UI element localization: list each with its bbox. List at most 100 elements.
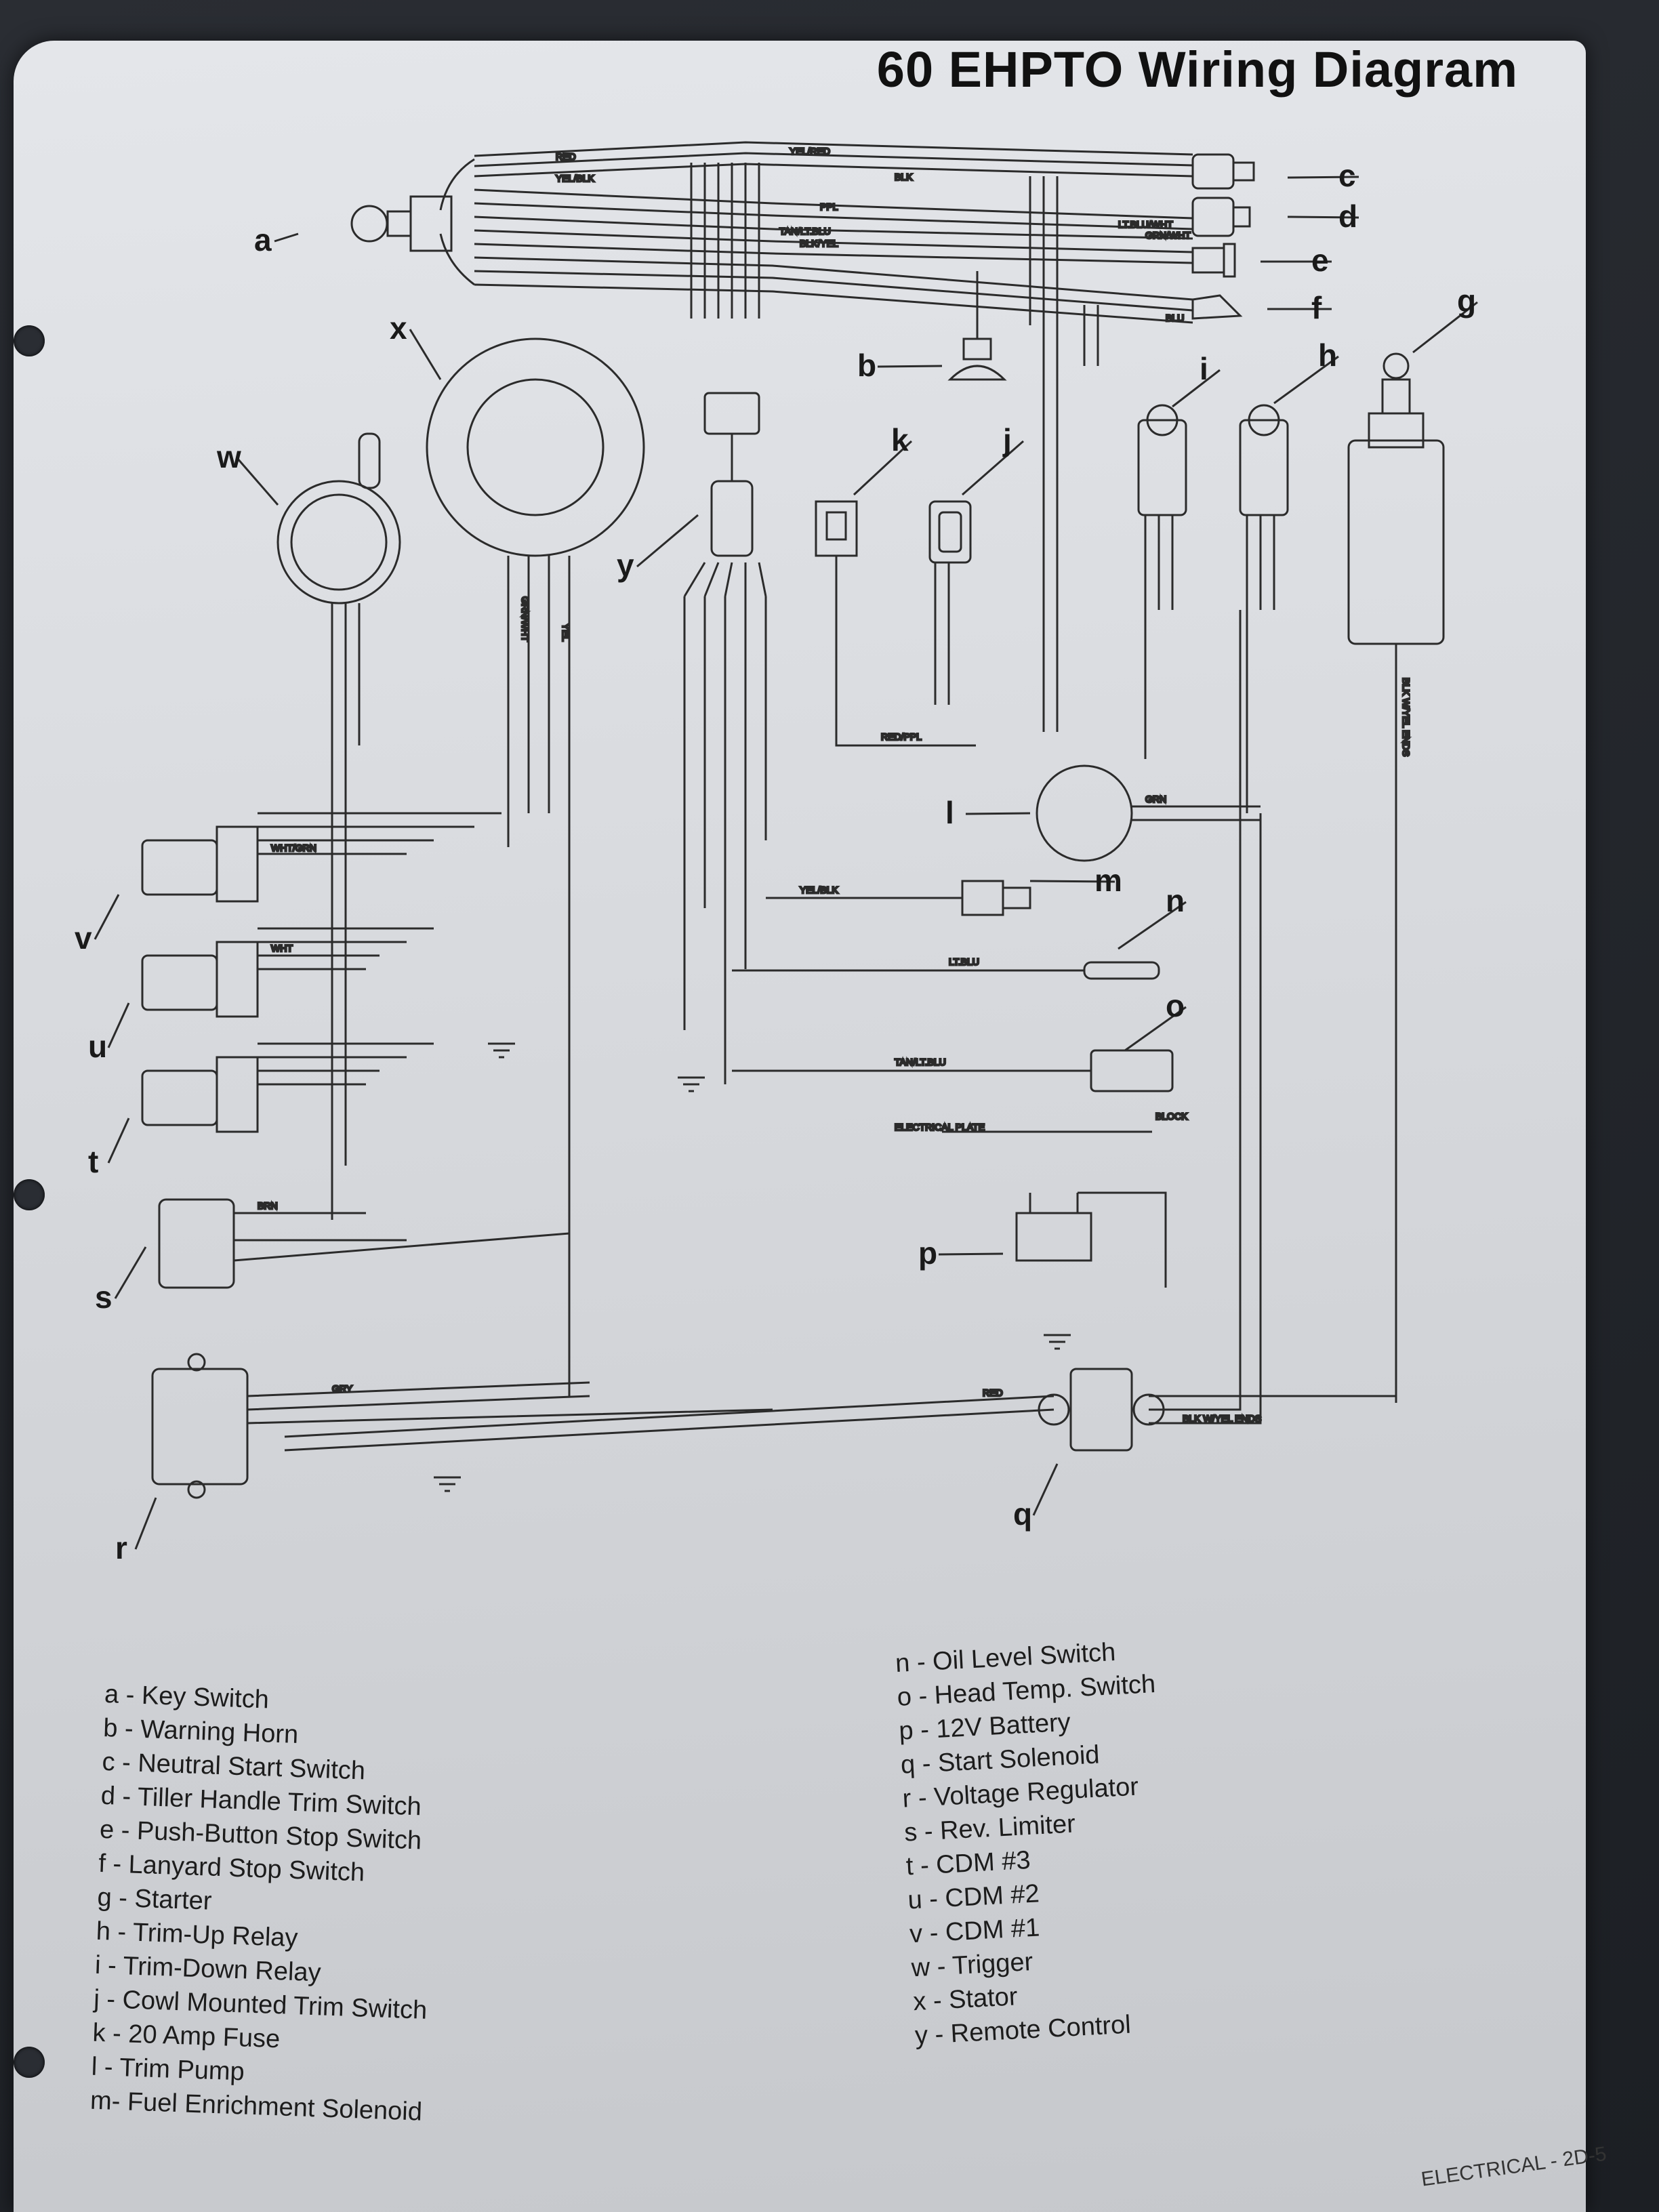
wire-label-blk: BLK: [895, 171, 913, 182]
lanyard-stop-switch: [1191, 294, 1243, 320]
wire-label-yel-blk: YEL/BLK: [556, 173, 594, 184]
remote-control: [683, 392, 767, 1084]
wire-label-yel-stator: YEL: [560, 623, 571, 642]
trim-pump: [1036, 764, 1261, 862]
callout-leader-g: [1412, 301, 1478, 354]
callout-l: l: [945, 795, 954, 830]
wire-label-block: BLOCK: [1155, 1111, 1188, 1122]
tiller-handle-trim-switch: [1191, 197, 1251, 237]
callout-y: y: [617, 548, 634, 583]
wire-label-gry: GRY: [332, 1383, 353, 1394]
page-title: 60 EHPTO Wiring Diagram: [876, 41, 1518, 98]
callout-leader-r: [134, 1497, 157, 1550]
callout-s: s: [95, 1279, 112, 1315]
wire-label-blk-w-yel-ends-starter: BLK W/YEL ENDS: [1401, 678, 1412, 756]
callout-w: w: [216, 439, 241, 474]
callout-d: d: [1338, 199, 1357, 234]
callout-leader-w: [236, 457, 279, 506]
manual-page: [14, 41, 1586, 2212]
wire-label-grn-wht-stator: GRN/WHT: [520, 596, 531, 642]
callout-j: j: [1002, 422, 1012, 457]
neutral-start-switch: [1191, 153, 1255, 190]
warning-horn: [947, 271, 1007, 381]
top-harness-wires: [439, 141, 1193, 732]
wire-label-wht-grn: WHT/GRN: [271, 842, 316, 853]
callout-v: v: [75, 920, 92, 956]
callout-leader-o: [1124, 1006, 1187, 1052]
callout-leader-c: [1287, 176, 1359, 179]
cowl-mounted-trim-switch: [928, 500, 972, 705]
wire-label-yel-red: YEL/RED: [790, 146, 830, 157]
fuel-enrichment-solenoid: [766, 880, 1031, 916]
callout-leader-s: [114, 1246, 147, 1299]
callout-leader-j: [962, 440, 1024, 496]
starter: [1347, 352, 1445, 1403]
wire-label-red-solenoid: RED: [983, 1387, 1003, 1398]
trim-up-relay: [1239, 404, 1289, 813]
wire-label-tan-lt-blu-temp: TAN/LT.BLU: [895, 1057, 946, 1067]
wire-label-wht: WHT: [271, 943, 293, 954]
callout-p: p: [918, 1235, 937, 1271]
callout-e: e: [1311, 243, 1329, 278]
callout-leader-k: [853, 440, 913, 496]
cdm-1: [141, 812, 501, 903]
wire-label-electrical-plate: ELECTRICAL PLATE: [895, 1122, 985, 1132]
callout-leader-a: [274, 232, 299, 243]
callout-f: f: [1311, 290, 1322, 325]
oil-level-switch: [732, 961, 1160, 980]
callout-leader-h: [1273, 355, 1339, 405]
ground-symbols: [434, 1042, 1071, 1492]
wire-label-ppl: PPL: [820, 201, 838, 212]
key-switch: [350, 195, 453, 252]
callout-x: x: [390, 310, 407, 346]
callout-u: u: [88, 1029, 107, 1064]
trigger: [276, 432, 401, 1220]
cdm-3: [141, 1042, 434, 1133]
wire-label-red-ppl: RED/PPL: [881, 731, 922, 742]
callout-i: i: [1200, 351, 1208, 386]
callout-m: m: [1094, 863, 1122, 898]
binder-hole-bottom: [14, 2047, 45, 2078]
callout-leader-l: [965, 812, 1031, 815]
push-button-stop-switch: [1191, 243, 1236, 278]
wire-label-grn-wht: GRN/WHT: [1145, 230, 1191, 241]
callout-leader-y: [636, 514, 699, 568]
callout-a: a: [254, 222, 272, 258]
wire-label-tan-lt-blu: TAN/LT.BLU: [779, 226, 831, 237]
binder-hole-middle: [14, 1179, 45, 1210]
head-temp-switch: [732, 1049, 1174, 1092]
callout-q: q: [1013, 1496, 1032, 1532]
callout-k: k: [891, 422, 909, 457]
wire-label-blk-yel: BLK/YEL: [800, 238, 838, 249]
trim-down-relay: [1137, 404, 1187, 759]
binder-hole-top: [14, 325, 45, 356]
callout-leader-x: [409, 329, 442, 380]
wire-label-yel-blk-solenoid: YEL/BLK: [800, 884, 838, 895]
callout-t: t: [88, 1144, 98, 1179]
callout-leader-t: [107, 1118, 130, 1164]
12v-battery: [1015, 1191, 1167, 1288]
callout-leader-n: [1118, 901, 1187, 950]
callout-leader-u: [107, 1002, 130, 1048]
callout-r: r: [115, 1530, 127, 1565]
callout-h: h: [1318, 337, 1337, 373]
wire-label-lt-blu-wht: LT.BLU/WHT: [1118, 219, 1173, 230]
callout-b: b: [857, 348, 876, 383]
stator: [426, 337, 645, 1396]
callout-o: o: [1166, 988, 1185, 1023]
cdm-2: [141, 927, 434, 1018]
wire-label-blu: BLU: [1166, 312, 1184, 323]
callout-leader-d: [1287, 216, 1359, 219]
wire-label-red: RED: [556, 151, 576, 162]
callout-g: g: [1457, 283, 1476, 319]
rev-limiter: [158, 1198, 570, 1289]
wire-label-lt-blu-oil: LT.BLU: [949, 956, 979, 967]
callout-leader-q: [1032, 1463, 1059, 1516]
callout-leader-i: [1172, 369, 1221, 408]
callout-n: n: [1166, 883, 1185, 918]
